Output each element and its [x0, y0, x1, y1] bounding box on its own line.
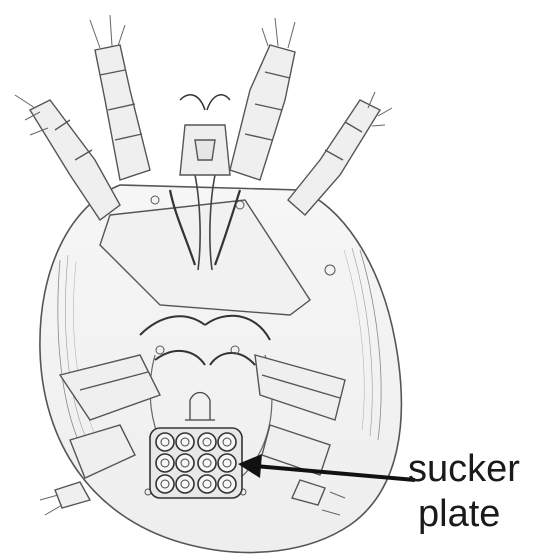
gnathosoma: [180, 95, 230, 175]
callout-label-line1: sucker: [408, 448, 520, 491]
leg-second-left: [15, 95, 120, 220]
leg-front-right: [230, 18, 295, 180]
leg-front-left: [90, 15, 150, 180]
leg-second-right: [288, 92, 392, 215]
callout-label-line2: plate: [418, 493, 500, 536]
sucker-plate: [150, 428, 242, 498]
